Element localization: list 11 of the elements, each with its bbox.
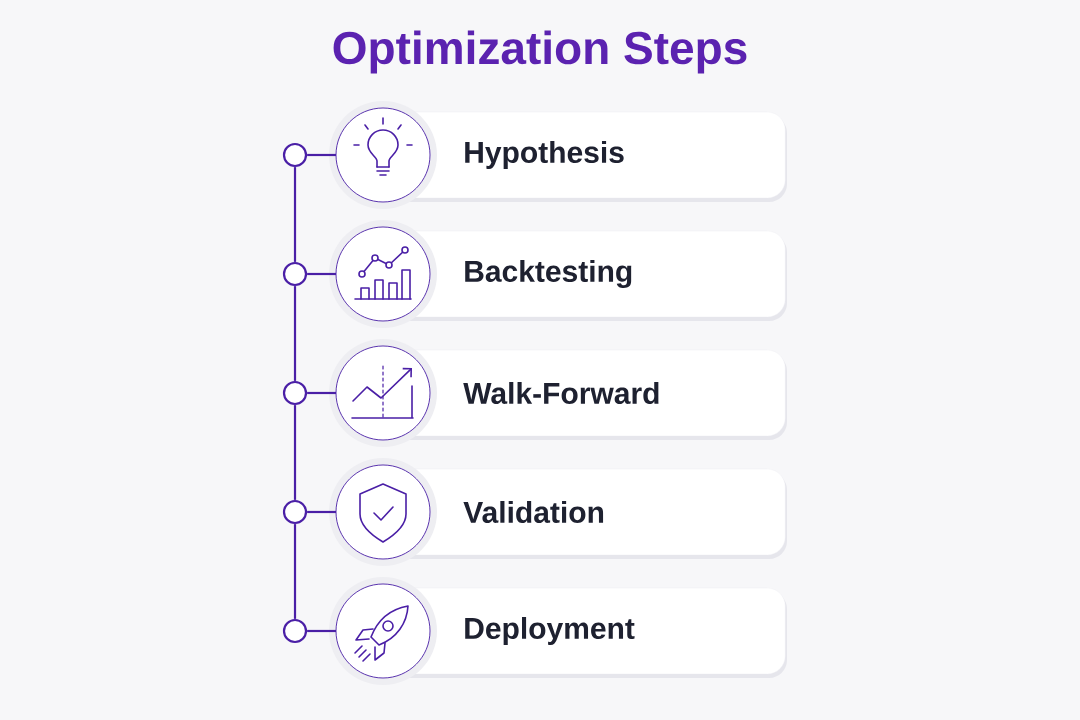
connector-line <box>293 286 297 381</box>
connector-line <box>293 524 297 619</box>
connector-line <box>307 153 336 157</box>
connector-line <box>307 629 336 633</box>
connector-line <box>293 405 297 500</box>
connector-line <box>307 272 336 276</box>
connector-line <box>293 167 297 262</box>
connector-line <box>307 510 336 514</box>
timeline-dot <box>282 499 308 525</box>
title: Optimization Steps <box>333 30 747 74</box>
connector-line <box>307 391 336 395</box>
